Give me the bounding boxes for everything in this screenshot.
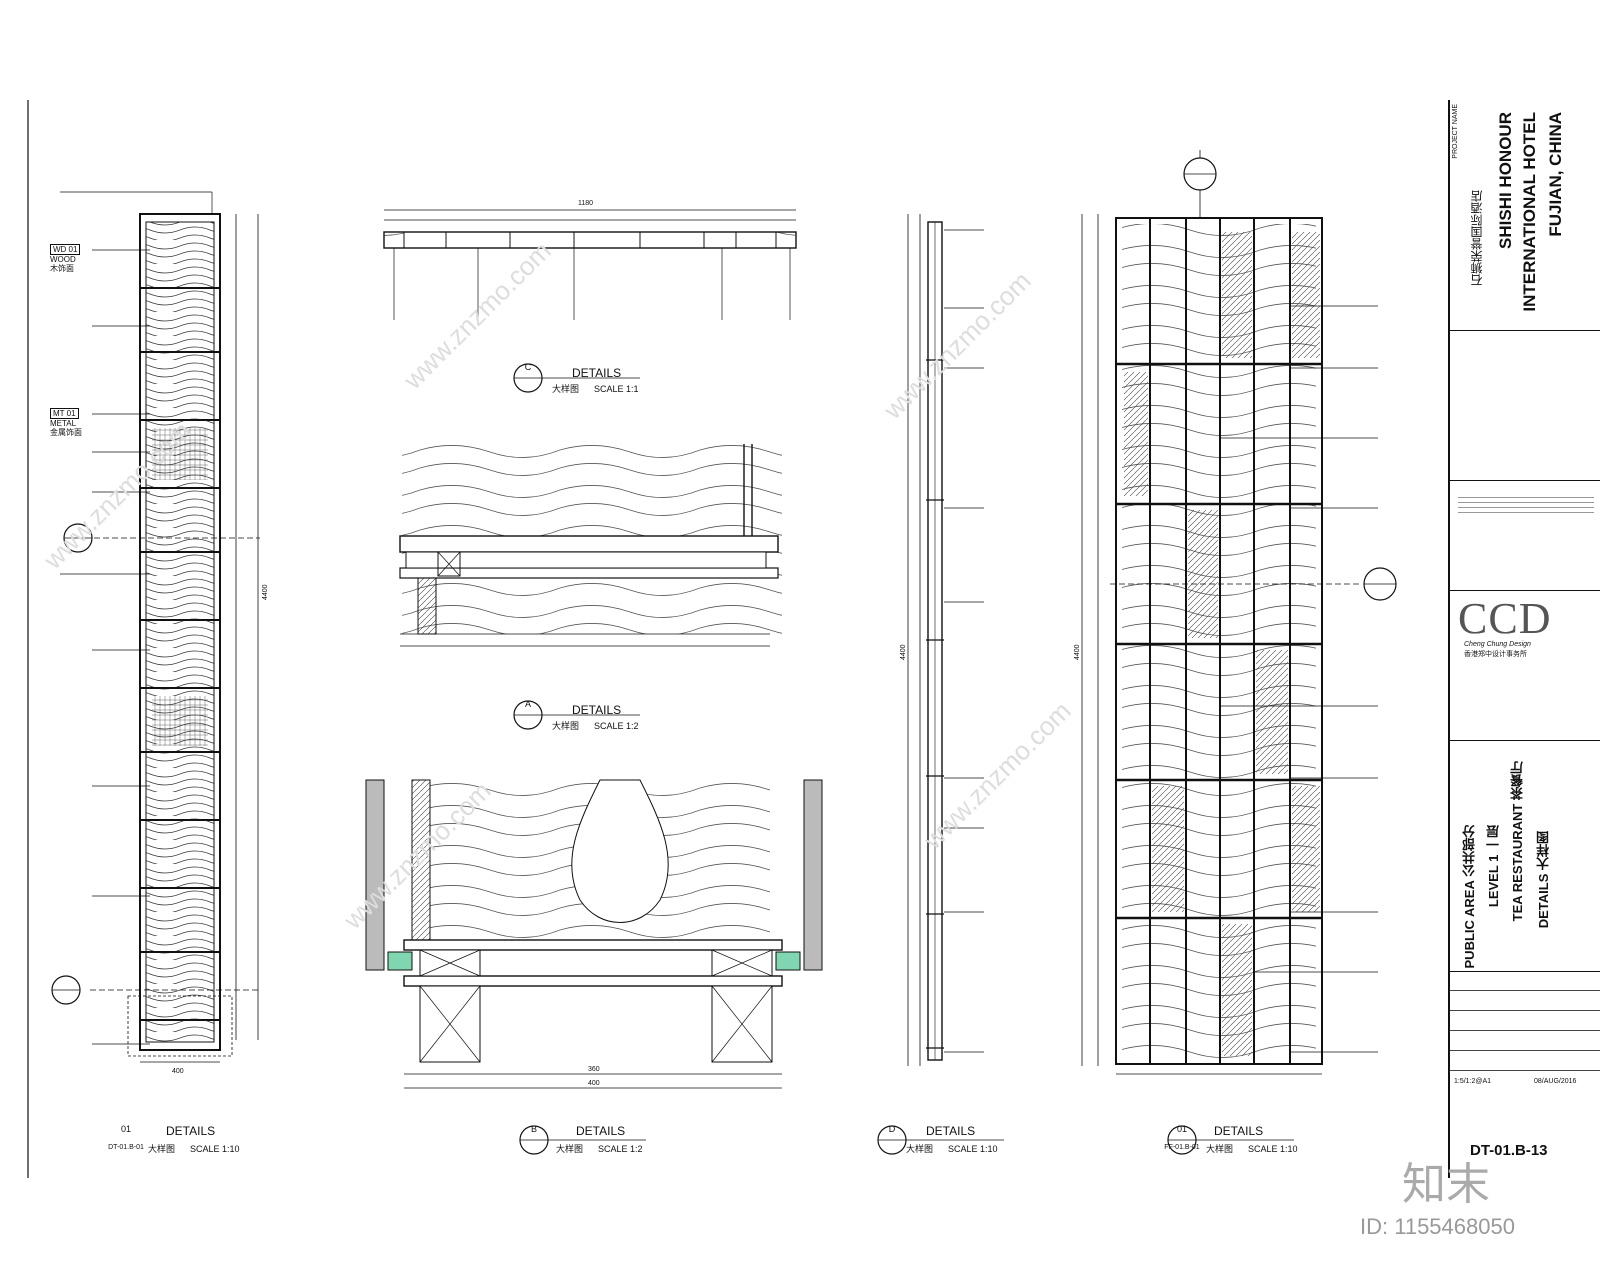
detail-c-id: C (524, 362, 532, 372)
dim-width-360: 360 (588, 1066, 600, 1073)
tag-note: 木饰面 (50, 264, 74, 273)
detail-b-id: B (530, 1124, 537, 1134)
detail-6-title: DETAILS (1214, 1124, 1264, 1138)
dim-total-height-left: 4400 (262, 584, 269, 600)
detail-b-subtitle: 大样图 (556, 1144, 584, 1154)
project-name-line1: SHISHI HONOUR (1496, 112, 1515, 249)
drawing-date: 08/AUG/2016 (1534, 1078, 1577, 1085)
drawing-room: TEA RESTAURANT 茶餐厅 (1510, 761, 1525, 922)
material-tag-wood: WD 01 WOOD 木饰面 (50, 244, 81, 273)
detail-6-scale: SCALE 1:10 (1248, 1144, 1298, 1154)
notes-panel (1450, 480, 1600, 581)
detail-b-section (365, 779, 823, 1155)
title-block: PROJECT NAME 石狮荣誉国际酒店 SHISHI HONOUR INTE… (1448, 100, 1600, 1178)
drawing-title-panel: PUBLIC AREA 公共部分 LEVEL 1 一层 TEA RESTAURA… (1450, 740, 1600, 972)
dim-width-400: 400 (172, 1068, 184, 1075)
detail-1-id: 01 (120, 1124, 131, 1134)
detail-c-scale: SCALE 1:1 (594, 384, 639, 394)
drawing-scale: 1:5/1:2@A1 (1454, 1078, 1492, 1085)
detail-b-title: DETAILS (576, 1124, 626, 1138)
watermark-id: ID: 1155468050 (1360, 1214, 1515, 1239)
detail-d-subtitle: 大样图 (906, 1144, 934, 1154)
detail-1-ref: DT-01.B-01 (108, 1144, 144, 1151)
detail-1-title: DETAILS (166, 1124, 216, 1138)
detail-6-ref: FF-01.B-01 (1164, 1144, 1200, 1151)
drawing-type: DETAILS 大样图 (1536, 831, 1551, 929)
detail-01-large-elevation (1081, 150, 1397, 1155)
detail-a-scale: SCALE 1:2 (594, 721, 639, 731)
detail-01-elevation (51, 191, 260, 1063)
tag-name: METAL (50, 419, 77, 428)
tag-code: WD 01 (50, 244, 81, 255)
dim-total-height-d: 4400 (900, 644, 907, 660)
detail-c-section (383, 209, 797, 393)
detail-b-scale: SCALE 1:2 (598, 1144, 643, 1154)
firm-subtitle: Cheng Chung Design (1464, 641, 1531, 648)
dim-width-400-b: 400 (588, 1080, 600, 1087)
watermark-brand: 知末 (1402, 1160, 1490, 1209)
drawing-number: DT-01.B-13 (1470, 1142, 1548, 1159)
detail-1-subtitle: 大样图 (148, 1144, 176, 1154)
project-label: PROJECT NAME (1452, 104, 1459, 159)
tag-code: MT 01 (50, 408, 79, 419)
drawing-level: LEVEL 1 一层 (1486, 825, 1501, 908)
project-name-cn: 石狮荣誉国际酒店 (1470, 190, 1484, 286)
detail-c-title: DETAILS (572, 366, 622, 380)
revision-table: 08/AUG/2016 1:5/1:2@A1 (1450, 970, 1600, 1120)
detail-d-id: D (888, 1124, 896, 1134)
dim-width-1180: 1180 (578, 200, 594, 207)
detail-a-id: A (524, 699, 531, 709)
detail-a-subtitle: 大样图 (552, 721, 580, 731)
material-tag-metal: MT 01 METAL 金属饰面 (50, 408, 82, 437)
project-name-line2: INTERNATIONAL HOTEL (1520, 112, 1539, 312)
drawing-area: PUBLIC AREA 公共部分 (1462, 825, 1477, 969)
tag-note: 金属饰面 (50, 428, 82, 437)
detail-d-scale: SCALE 1:10 (948, 1144, 998, 1154)
detail-6-subtitle: 大样图 (1206, 1144, 1234, 1154)
firm-logo: CCD (1458, 594, 1552, 643)
project-panel: PROJECT NAME 石狮荣誉国际酒店 SHISHI HONOUR INTE… (1450, 100, 1600, 331)
firm-panel: CCD Cheng Chung Design 香港郑中设计事务所 (1450, 590, 1600, 671)
detail-1-scale: SCALE 1:10 (190, 1144, 240, 1154)
detail-6-id: 01 (1176, 1124, 1187, 1134)
detail-a-title: DETAILS (572, 703, 622, 717)
detail-d-section (877, 214, 1004, 1155)
detail-a-section (399, 444, 782, 730)
detail-c-subtitle: 大样图 (552, 384, 580, 394)
firm-name-cn: 香港郑中设计事务所 (1464, 651, 1527, 658)
detail-d-title: DETAILS (926, 1124, 976, 1138)
dim-total-height-right: 4400 (1074, 644, 1081, 660)
project-name-line3: FUJIAN, CHINA (1546, 112, 1565, 237)
tag-name: WOOD (50, 255, 76, 264)
